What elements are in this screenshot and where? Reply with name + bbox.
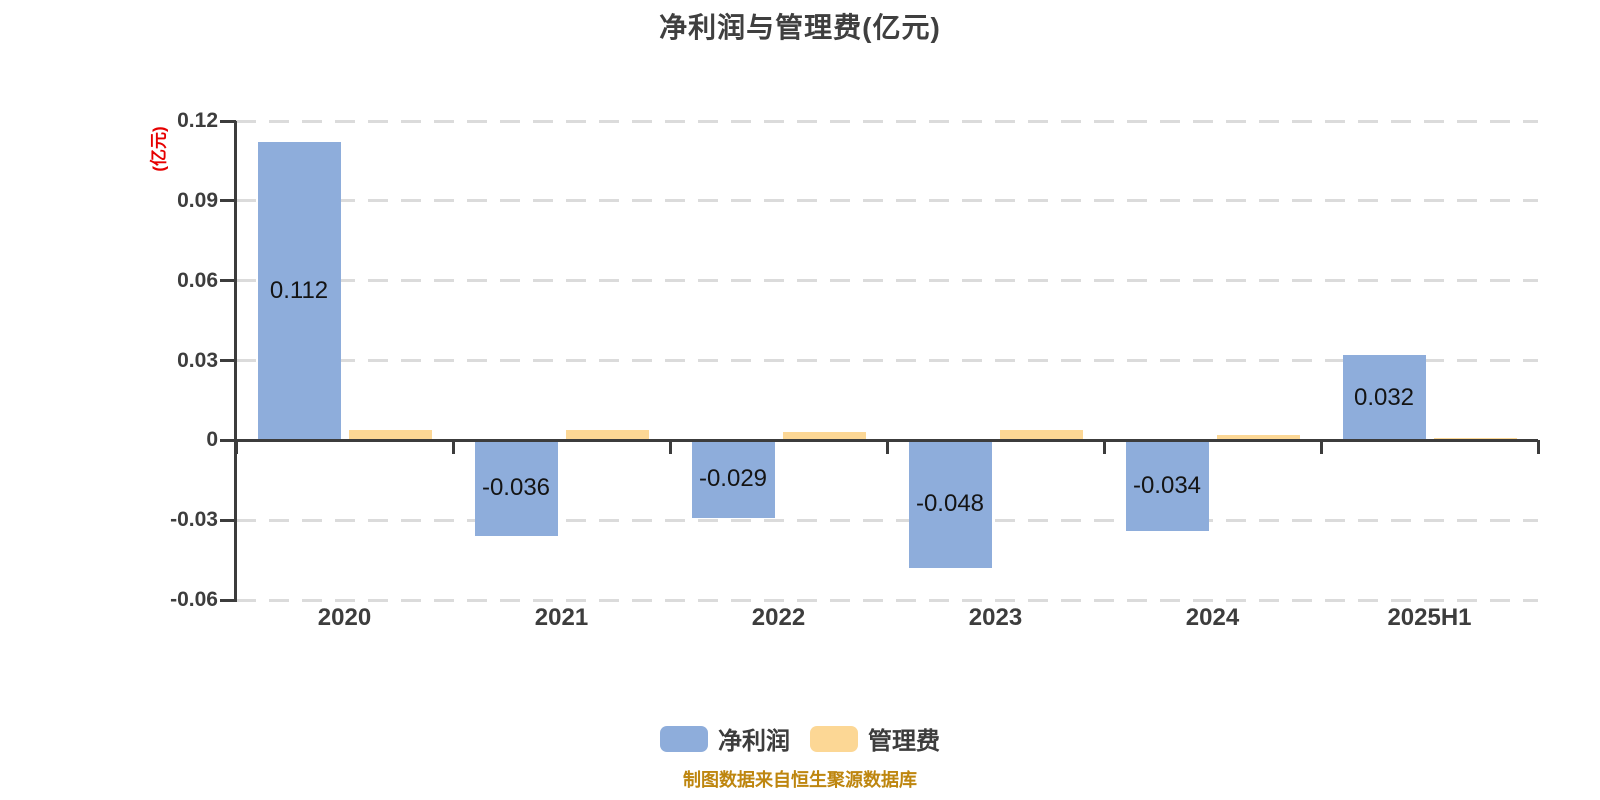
legend-item-management-fee: 管理费 [810, 721, 940, 756]
management-fee-legend-label: 管理费 [868, 728, 940, 755]
x-tick-mark [1319, 440, 1323, 455]
management-fee-bar [565, 429, 649, 441]
management-fee-bar [782, 432, 866, 441]
x-tick-mark [234, 440, 238, 455]
gridline [236, 518, 1538, 522]
bar-value-label: -0.048 [915, 490, 985, 518]
net-profit-legend-label: 净利润 [718, 728, 790, 755]
y-tick-mark [220, 518, 236, 522]
y-tick-label: -0.06 [170, 588, 218, 611]
y-tick-mark [220, 279, 236, 283]
bar-value-label: -0.029 [698, 464, 768, 492]
net-profit-bar [257, 142, 341, 441]
net-profit-swatch-icon [660, 725, 708, 752]
gridline [236, 119, 1538, 123]
y-tick-label: 0.06 [177, 268, 218, 292]
x-category-label: 2025H1 [1387, 604, 1472, 631]
management-fee-bar [348, 429, 432, 441]
gridline [236, 199, 1538, 203]
y-axis-line [234, 121, 237, 602]
bar-value-label: -0.036 [481, 474, 551, 502]
y-tick-mark [220, 119, 236, 123]
y-axis-unit-label: (亿元) [149, 126, 169, 172]
management-fee-bar [999, 429, 1083, 441]
x-tick-mark [885, 440, 889, 455]
data-source-note: 制图数据来自恒生聚源数据库 [683, 770, 917, 790]
x-category-label: 2020 [317, 604, 372, 631]
gridline [236, 359, 1538, 362]
management-fee-swatch-icon [810, 725, 858, 752]
y-tick-mark [220, 598, 236, 602]
y-tick-mark [220, 359, 236, 362]
x-category-label: 2022 [751, 604, 806, 631]
x-category-label: 2024 [1185, 604, 1240, 631]
net-profit-bar [474, 440, 558, 537]
x-tick-mark [668, 440, 672, 455]
y-tick-mark [220, 438, 236, 442]
legend: 净利润 管理费 [0, 721, 1600, 756]
x-tick-mark [1102, 440, 1106, 455]
y-tick-mark [220, 199, 236, 203]
chart-title: 净利润与管理费(亿元) [659, 12, 941, 43]
net-profit-bar [1342, 355, 1426, 441]
x-tick-mark [451, 440, 455, 455]
net-profit-bar [691, 440, 775, 518]
gridline [236, 279, 1538, 283]
y-tick-label: 0.12 [177, 109, 218, 132]
management-fee-bar [1216, 435, 1300, 441]
y-tick-label: 0.09 [177, 188, 218, 212]
y-tick-label: 0 [206, 428, 218, 452]
y-tick-label: -0.03 [170, 508, 218, 532]
x-category-label: 2023 [968, 604, 1023, 631]
gridline [236, 598, 1538, 602]
x-category-label: 2021 [534, 604, 589, 631]
net-profit-bar [1125, 440, 1209, 531]
bar-value-label: -0.034 [1132, 471, 1202, 499]
x-tick-mark [1536, 440, 1540, 455]
y-tick-label: 0.03 [177, 348, 218, 372]
bar-value-label: 0.032 [1353, 383, 1415, 411]
legend-item-net-profit: 净利润 [660, 721, 790, 756]
net-profit-bar [908, 440, 992, 569]
bar-value-label: 0.112 [269, 277, 329, 305]
